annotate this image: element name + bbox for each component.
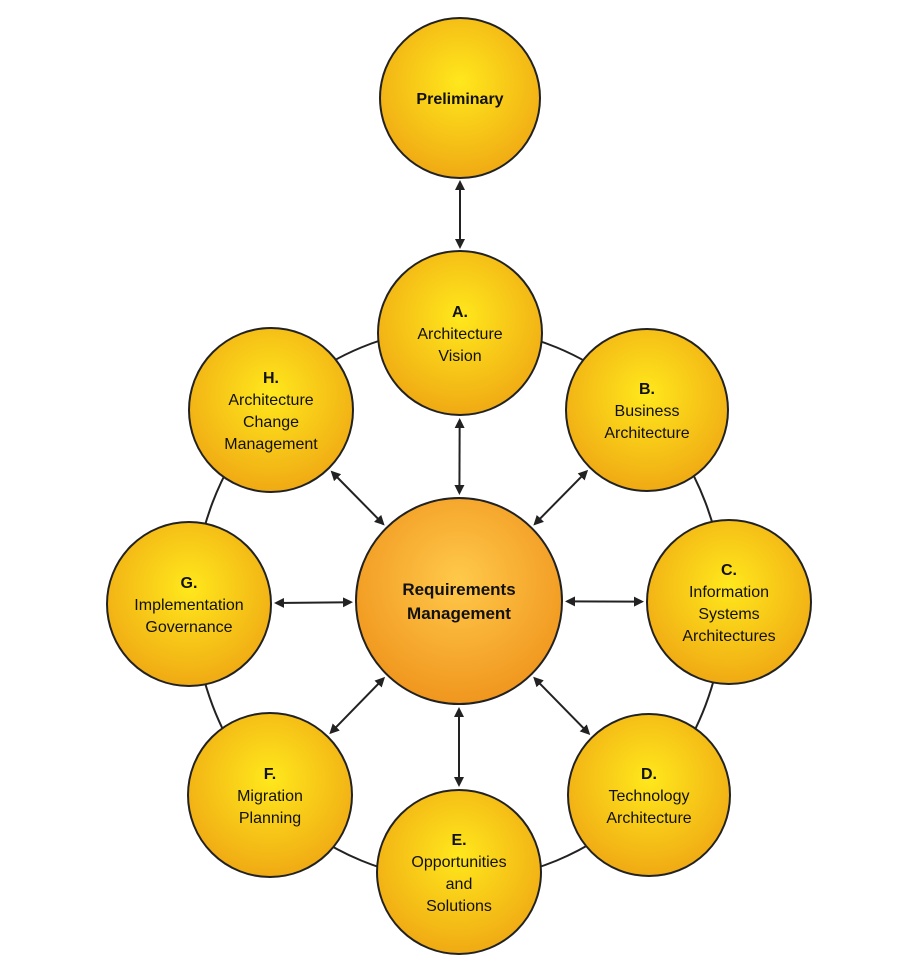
arrow-f-to-requirements	[329, 676, 386, 735]
phase-d-label-line-1: Technology	[609, 788, 690, 805]
phase-d-label-line-2: Architecture	[606, 810, 691, 827]
phase-e-circle	[376, 789, 542, 955]
phase-g-label-line-2: Governance	[145, 619, 232, 636]
arrow-h-to-requirements	[330, 470, 385, 526]
phase-d-letter: D.	[641, 766, 657, 783]
preliminary-node[interactable]: Preliminary	[379, 17, 541, 179]
center-label-line-1: Requirements	[402, 580, 515, 599]
phase-b-circle	[565, 328, 729, 492]
arrow-b-to-requirements	[533, 469, 589, 526]
phase-h-label-line-2: Change	[243, 414, 299, 431]
phase-b-label-line-1: Business	[615, 403, 680, 420]
phase-c-label-line-3: Architectures	[682, 628, 775, 645]
phase-a-label-line-1: Architecture	[417, 326, 502, 343]
arrow-g-to-requirements	[273, 597, 354, 608]
phase-h-label-line-3: Management	[224, 436, 318, 453]
phase-f-label-line-1: Migration	[237, 788, 303, 805]
phase-a-letter: A.	[452, 304, 468, 321]
phase-a-circle	[377, 250, 543, 416]
phase-g-label-line-1: Implementation	[134, 597, 243, 614]
phase-h-label-line-1: Architecture	[228, 392, 313, 409]
phase-h-letter: H.	[263, 370, 279, 387]
phase-g-letter: G.	[181, 575, 198, 592]
phase-f-letter: F.	[264, 766, 276, 783]
center-label-line-2: Management	[407, 604, 511, 623]
phase-c-circle	[646, 519, 812, 685]
requirements-management-circle	[355, 497, 563, 705]
phase-e-letter: E.	[451, 832, 466, 849]
phase-d-circle	[567, 713, 731, 877]
preliminary-circle	[379, 17, 541, 179]
phase-g-circle	[106, 521, 272, 687]
phase-b-letter: B.	[639, 381, 655, 398]
phase-e-label-line-1: Opportunities	[411, 854, 506, 871]
requirements-management-node[interactable]: Requirements Management	[355, 497, 563, 705]
phase-e-label-line-3: Solutions	[426, 898, 492, 915]
phase-c-letter: C.	[721, 562, 737, 579]
arrows-layer	[273, 180, 645, 787]
phase-h-circle	[188, 327, 354, 493]
phase-a-label-line-2: Vision	[438, 348, 481, 365]
phase-f-label-line-2: Planning	[239, 810, 301, 827]
phase-b-label-line-2: Architecture	[604, 425, 689, 442]
preliminary-label: Preliminary	[416, 91, 503, 108]
phase-f-circle	[187, 712, 353, 878]
phases-layer: A.ArchitectureVisionB.BusinessArchitectu…	[106, 250, 812, 955]
arrow-d-to-requirements	[533, 676, 591, 735]
phase-c-label-line-1: Information	[689, 584, 769, 601]
phase-c-label-line-2: Systems	[698, 606, 759, 623]
phase-e-label-line-2: and	[446, 876, 473, 893]
